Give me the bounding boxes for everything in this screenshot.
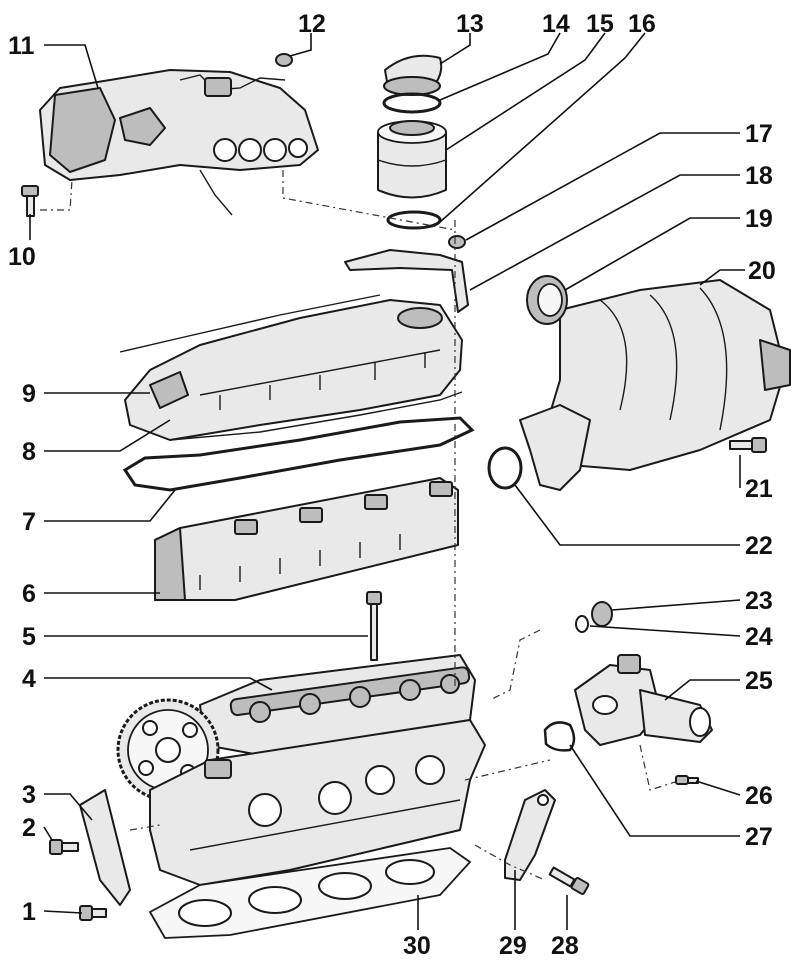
callout-22: 22	[745, 532, 773, 560]
part-15-neck	[377, 120, 447, 199]
callout-28: 28	[551, 932, 579, 960]
callout-14: 14	[542, 10, 570, 38]
part-13-cap	[383, 54, 443, 96]
callout-17: 17	[745, 120, 773, 148]
part-22-o-ring	[487, 446, 523, 490]
part-28-bolt	[548, 866, 590, 895]
part-25-coolant-flange	[574, 654, 713, 746]
part-6-baffle	[154, 477, 459, 601]
callout-12: 12	[298, 10, 326, 38]
part-1-bolt	[79, 905, 107, 921]
callout-24: 24	[745, 623, 773, 651]
part-10-bolt	[21, 185, 39, 217]
part-21-bolt	[729, 437, 767, 453]
cylinder-head	[149, 719, 486, 886]
callout-3: 3	[22, 781, 36, 809]
callout-20: 20	[748, 257, 776, 285]
callout-8: 8	[22, 438, 36, 466]
callout-19: 19	[745, 205, 773, 233]
part-29-lifting-bracket	[504, 789, 556, 881]
part-19-hose-connector	[526, 275, 568, 325]
callout-2: 2	[22, 814, 36, 842]
part-17-nut	[448, 235, 466, 249]
part-8-strip	[169, 391, 463, 441]
part-12-nut	[275, 53, 293, 67]
callout-21: 21	[745, 475, 773, 503]
part-20-intake-manifold	[519, 279, 791, 491]
part-3-cover-plate	[79, 789, 131, 906]
callout-7: 7	[22, 508, 36, 536]
callout-23: 23	[745, 587, 773, 615]
part-5-stud	[366, 591, 382, 661]
callout-30: 30	[403, 932, 431, 960]
part-11-upper-housing	[39, 69, 319, 216]
callout-labels: 1 2 3 4 5 6 7 8 9 10 11 12 13 14 15 16 1…	[8, 10, 776, 960]
callout-10: 10	[8, 243, 36, 271]
part-24-washer	[575, 615, 589, 633]
part-16-seal	[386, 210, 442, 230]
assembly-center-lines	[40, 170, 676, 881]
part-2-bolt	[49, 839, 79, 855]
callout-18: 18	[745, 162, 773, 190]
callout-5: 5	[22, 623, 36, 651]
part-26-sensor	[675, 775, 699, 785]
callout-15: 15	[586, 10, 614, 38]
callout-27: 27	[745, 823, 773, 851]
callout-11: 11	[8, 32, 35, 60]
callout-9: 9	[22, 380, 36, 408]
part-27-gasket	[543, 721, 576, 752]
part-30-head-gasket	[149, 847, 471, 939]
part-23-plug	[591, 601, 613, 627]
part-14-seal	[382, 92, 442, 114]
callout-1: 1	[22, 898, 36, 926]
callout-25: 25	[745, 667, 773, 695]
part-18-bracket	[344, 249, 469, 313]
callout-6: 6	[22, 580, 36, 608]
callout-13: 13	[456, 10, 484, 38]
callout-16: 16	[628, 10, 656, 38]
callout-26: 26	[745, 782, 773, 810]
leader-lines	[29, 32, 745, 930]
callout-4: 4	[22, 665, 36, 693]
part-7-gasket	[122, 416, 475, 492]
part-9-valve-cover	[119, 294, 463, 441]
callout-29: 29	[499, 932, 527, 960]
